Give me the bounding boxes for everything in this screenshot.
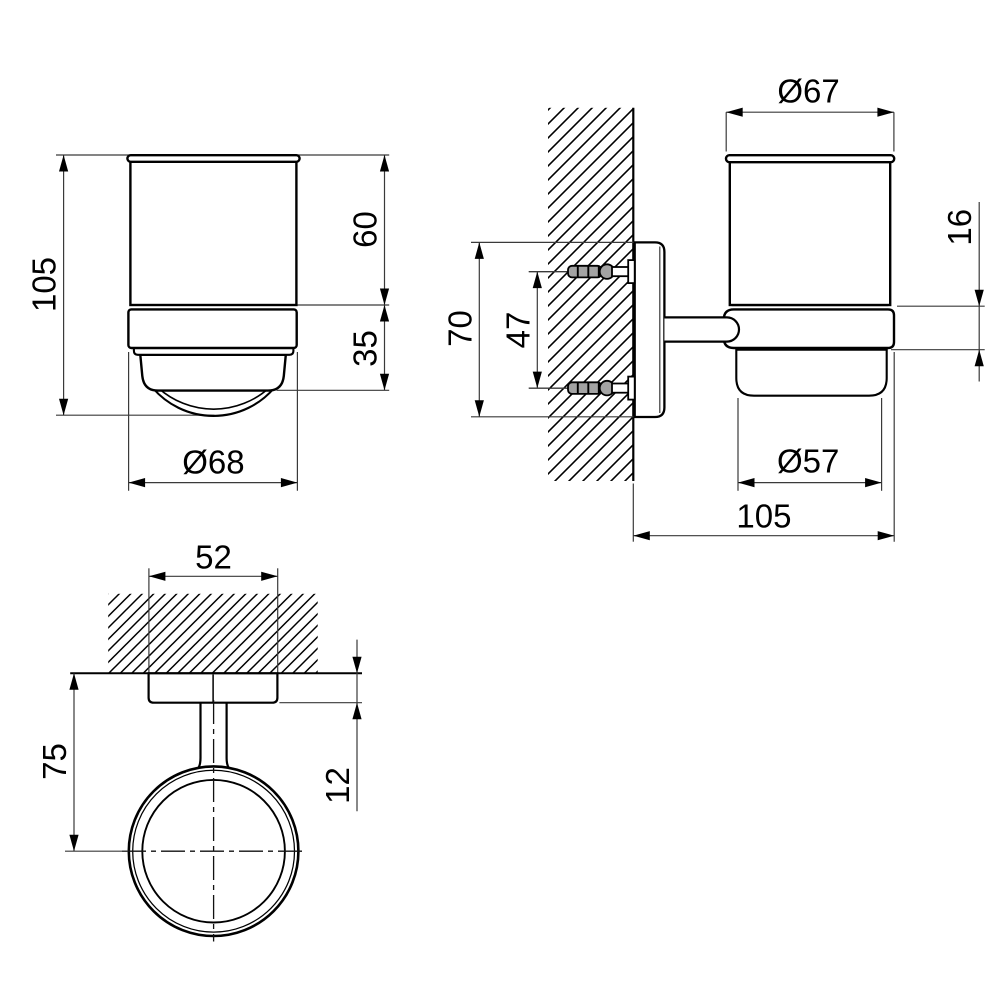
svg-text:105: 105 <box>26 257 63 312</box>
svg-text:Ø57: Ø57 <box>777 443 839 480</box>
svg-text:12: 12 <box>319 767 356 804</box>
svg-text:Ø68: Ø68 <box>182 443 244 480</box>
svg-text:47: 47 <box>499 312 536 349</box>
svg-text:16: 16 <box>941 209 978 246</box>
svg-text:70: 70 <box>441 310 478 347</box>
svg-text:60: 60 <box>347 211 384 248</box>
svg-text:52: 52 <box>195 538 232 575</box>
svg-text:35: 35 <box>347 330 384 367</box>
svg-text:75: 75 <box>36 743 73 780</box>
svg-text:Ø67: Ø67 <box>777 72 839 109</box>
svg-text:105: 105 <box>736 497 791 534</box>
